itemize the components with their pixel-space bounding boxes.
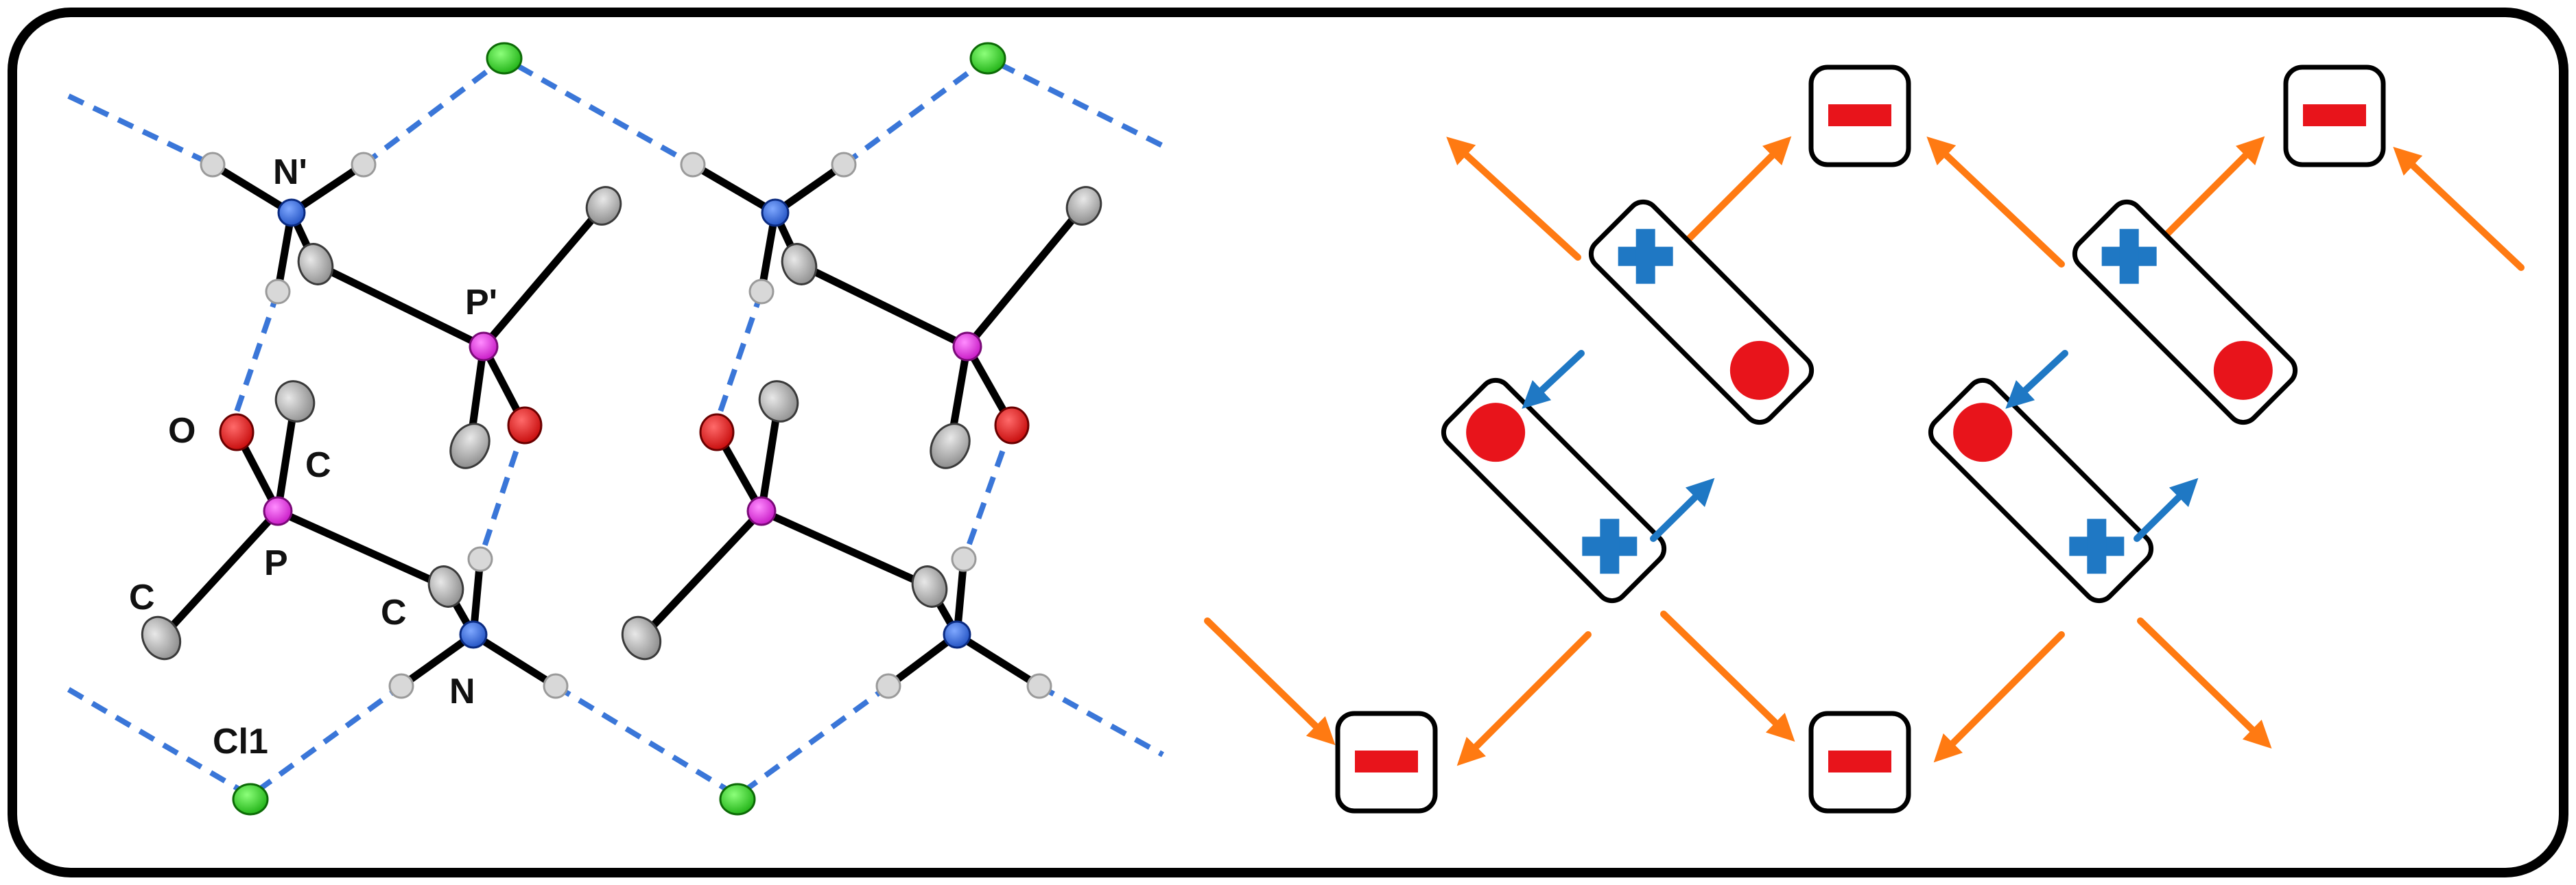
crystal-structure-panel: N' P' O C P C C N Cl1 — [67, 42, 1168, 816]
chlorine-atom — [486, 42, 523, 75]
cross-icon — [2069, 519, 2125, 574]
chlorine-atom — [232, 783, 269, 816]
cross-icon — [1618, 228, 1673, 284]
nitrogen-atoms — [277, 198, 971, 649]
schematic-panel — [1204, 64, 2525, 814]
ion-pair-1 — [1441, 199, 1815, 604]
phosphorus-atoms — [263, 331, 982, 526]
chlorine-atom — [719, 783, 756, 816]
cross-icon — [1582, 519, 1638, 574]
minus-icon — [1828, 104, 1891, 126]
minus-icon — [1355, 751, 1418, 772]
atom-label-c-upper: C — [305, 445, 331, 485]
circle-icon — [1466, 403, 1526, 462]
molecule-1-bonds — [157, 161, 608, 690]
circle-icon — [1953, 403, 2013, 462]
circle-icon — [1729, 340, 1789, 400]
dipole-arrows — [1522, 350, 1715, 542]
anion-box — [1808, 711, 1911, 814]
atom-label-n-prime: N' — [273, 152, 307, 192]
hydrogen-atoms — [200, 152, 1052, 699]
atom-label-c-left: C — [129, 578, 155, 617]
atom-label-p-prime: P' — [465, 283, 497, 322]
circle-icon — [2213, 340, 2273, 400]
atom-label-p: P — [264, 543, 288, 583]
anion-box — [1335, 711, 1438, 814]
carbon-atoms — [141, 186, 1102, 661]
cross-icon — [2101, 228, 2157, 284]
anion-box — [1808, 64, 1911, 167]
minus-icon — [2303, 104, 2366, 126]
oxygen-atoms — [219, 406, 1030, 451]
anion-box — [2283, 64, 2386, 167]
minus-icon — [1828, 751, 1891, 772]
atom-label-c-lower: C — [381, 593, 407, 633]
chlorine-atom — [969, 42, 1006, 75]
atom-label-n: N — [449, 672, 475, 711]
dipole-arrows — [2005, 350, 2199, 542]
atom-label-o: O — [168, 411, 196, 451]
ion-pair-2 — [1928, 199, 2298, 604]
atom-label-cl1: Cl1 — [213, 722, 268, 762]
